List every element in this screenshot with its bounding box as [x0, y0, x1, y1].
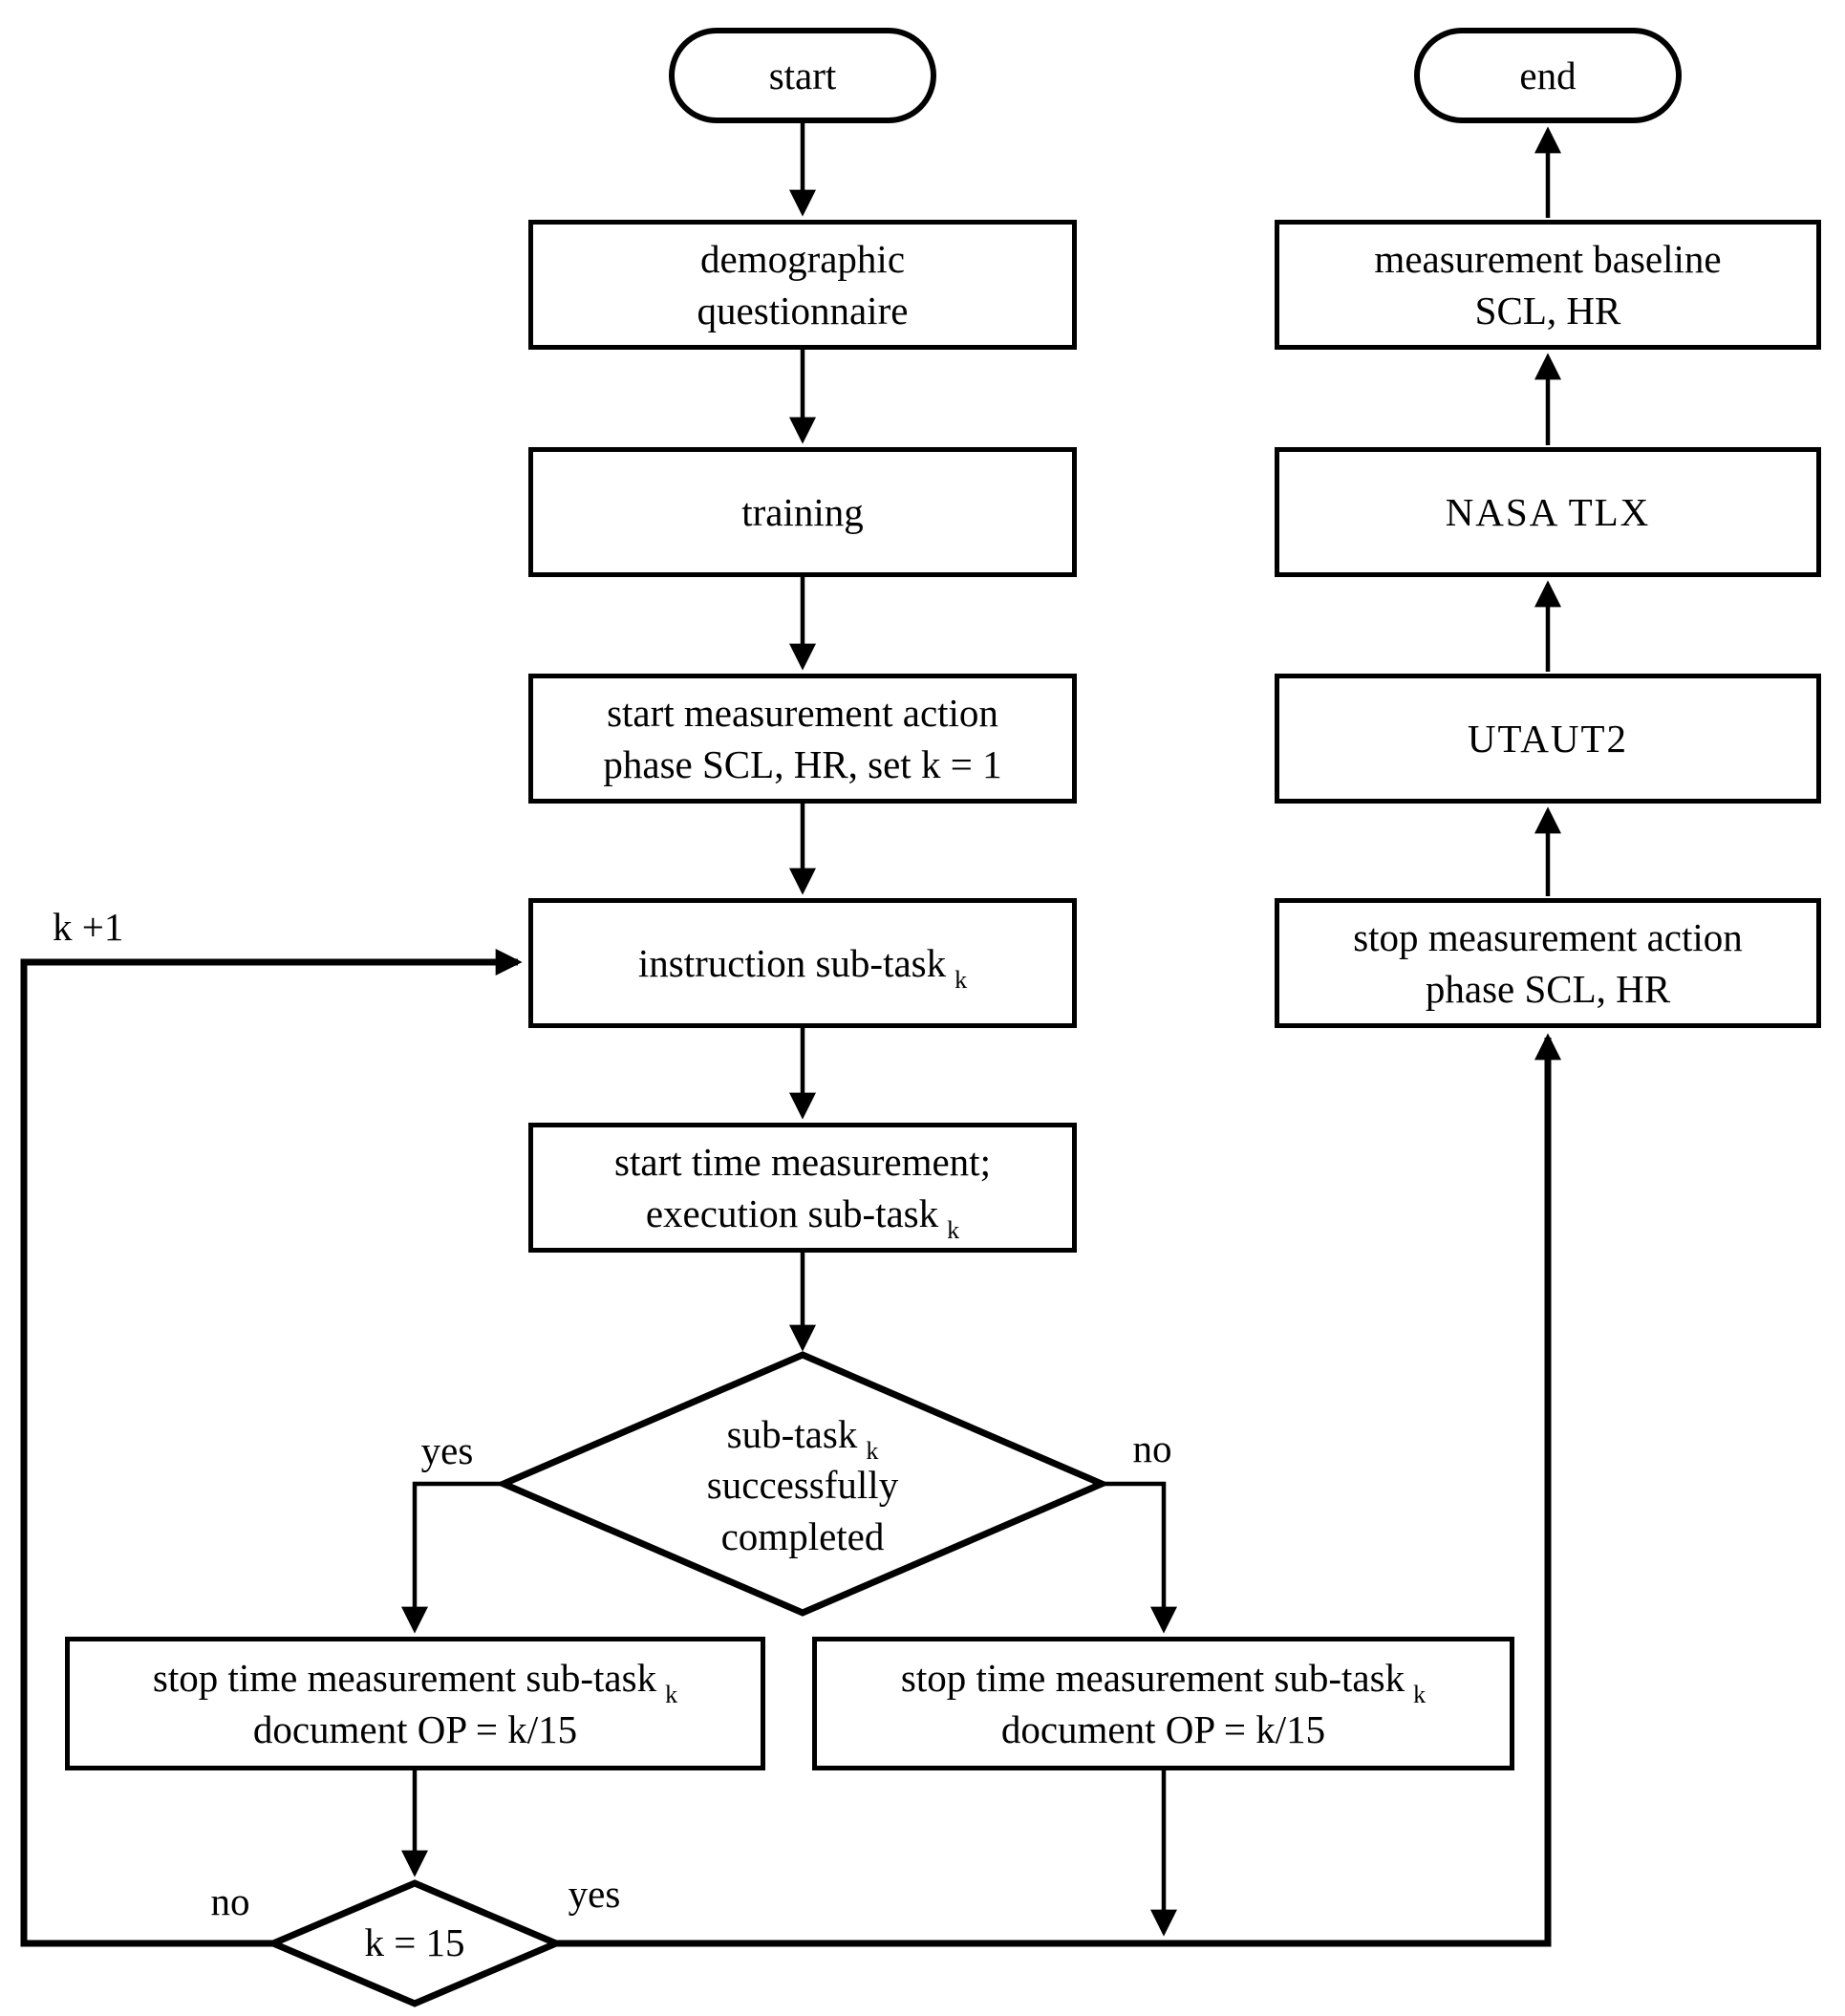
node-start-measurement-action: start measurement action phase SCL, HR, … — [528, 674, 1077, 804]
node-text-line: instruction sub-task k — [631, 937, 975, 993]
node-text-line: training — [741, 489, 864, 534]
node-text-line: stop time measurement sub-task k — [893, 1652, 1433, 1707]
node-training: training — [528, 447, 1077, 577]
node-text-line: start time measurement; — [614, 1139, 991, 1184]
connector-k15-no-loop — [20, 949, 523, 1947]
subscript-k: k — [947, 1216, 960, 1244]
node-text-line: SCL, HR — [1474, 289, 1621, 332]
node-stop-measurement-action: stop measurement action phase SCL, HR — [1275, 898, 1821, 1028]
node-stop-time-right: stop time measurement sub-task k document… — [812, 1637, 1514, 1770]
subscript-k: k — [1413, 1680, 1427, 1708]
node-text-line: stop measurement action — [1353, 914, 1743, 959]
node-start-terminal: start — [669, 28, 936, 123]
node-text: stop time measurement sub-task — [152, 1655, 657, 1700]
node-start-time-measurement: start time measurement; execution sub-ta… — [528, 1123, 1077, 1253]
node-start-label: start — [768, 53, 837, 97]
node-text-line: start measurement action — [607, 690, 998, 735]
edge-label-k-plus-1: k +1 — [53, 905, 124, 949]
node-text-line: phase SCL, HR — [1425, 967, 1671, 1011]
node-end-terminal: end — [1414, 28, 1682, 123]
node-text-line: measurement baseline — [1374, 236, 1722, 281]
connector-k15-yes-run — [555, 1033, 1561, 1947]
node-text: instruction sub-task — [637, 940, 947, 985]
node-stop-time-left: stop time measurement sub-task k document… — [65, 1637, 765, 1770]
node-end-label: end — [1519, 53, 1577, 97]
node-text: sub-task — [726, 1412, 858, 1457]
decision-subtask-diamond — [495, 1351, 1110, 1617]
connector-decision-no-branch — [1101, 1481, 1177, 1634]
node-text-line: demographic — [699, 236, 906, 281]
edge-label-no-bottom: no — [210, 1879, 250, 1923]
node-text-line: document OP = k/15 — [1000, 1707, 1326, 1751]
subscript-k: k — [866, 1437, 879, 1466]
decision-subtask-text: sub-task k successfully completed — [611, 1381, 994, 1591]
edge-label-yes-top: yes — [420, 1428, 474, 1472]
node-text-line: stop time measurement sub-task k — [145, 1652, 685, 1707]
node-text-line: document OP = k/15 — [252, 1707, 578, 1751]
node-measurement-baseline: measurement baseline SCL, HR — [1275, 220, 1821, 350]
node-text-line: execution sub-task k — [638, 1188, 967, 1243]
subscript-k: k — [665, 1680, 678, 1708]
node-text-line: sub-task k — [726, 1409, 879, 1464]
node-text-line: completed — [720, 1513, 885, 1558]
node-text-line: phase SCL, HR, set k = 1 — [603, 742, 1002, 786]
node-nasa-tlx: NASA TLX — [1275, 447, 1821, 577]
connector-decision-yes-branch — [401, 1481, 504, 1634]
node-text-line: UTAUT2 — [1467, 716, 1629, 761]
edge-label-yes-bottom: yes — [568, 1872, 621, 1916]
node-instruction-subtask: instruction sub-task k — [528, 898, 1077, 1028]
subscript-k: k — [955, 965, 968, 994]
decision-k15-text: k = 15 — [319, 1915, 510, 1972]
decision-k15-diamond — [265, 1879, 565, 2007]
node-text: stop time measurement sub-task — [900, 1655, 1405, 1700]
edge-label-no-top: no — [1132, 1426, 1172, 1470]
node-utaut2: UTAUT2 — [1275, 674, 1821, 804]
node-demographic-questionnaire: demographic questionnaire — [528, 220, 1077, 350]
node-text-line: k = 15 — [364, 1920, 465, 1965]
node-text-line: questionnaire — [697, 289, 909, 332]
node-text-line: NASA TLX — [1445, 489, 1651, 534]
node-text-line: successfully — [706, 1463, 899, 1508]
node-text: execution sub-task — [645, 1191, 939, 1235]
